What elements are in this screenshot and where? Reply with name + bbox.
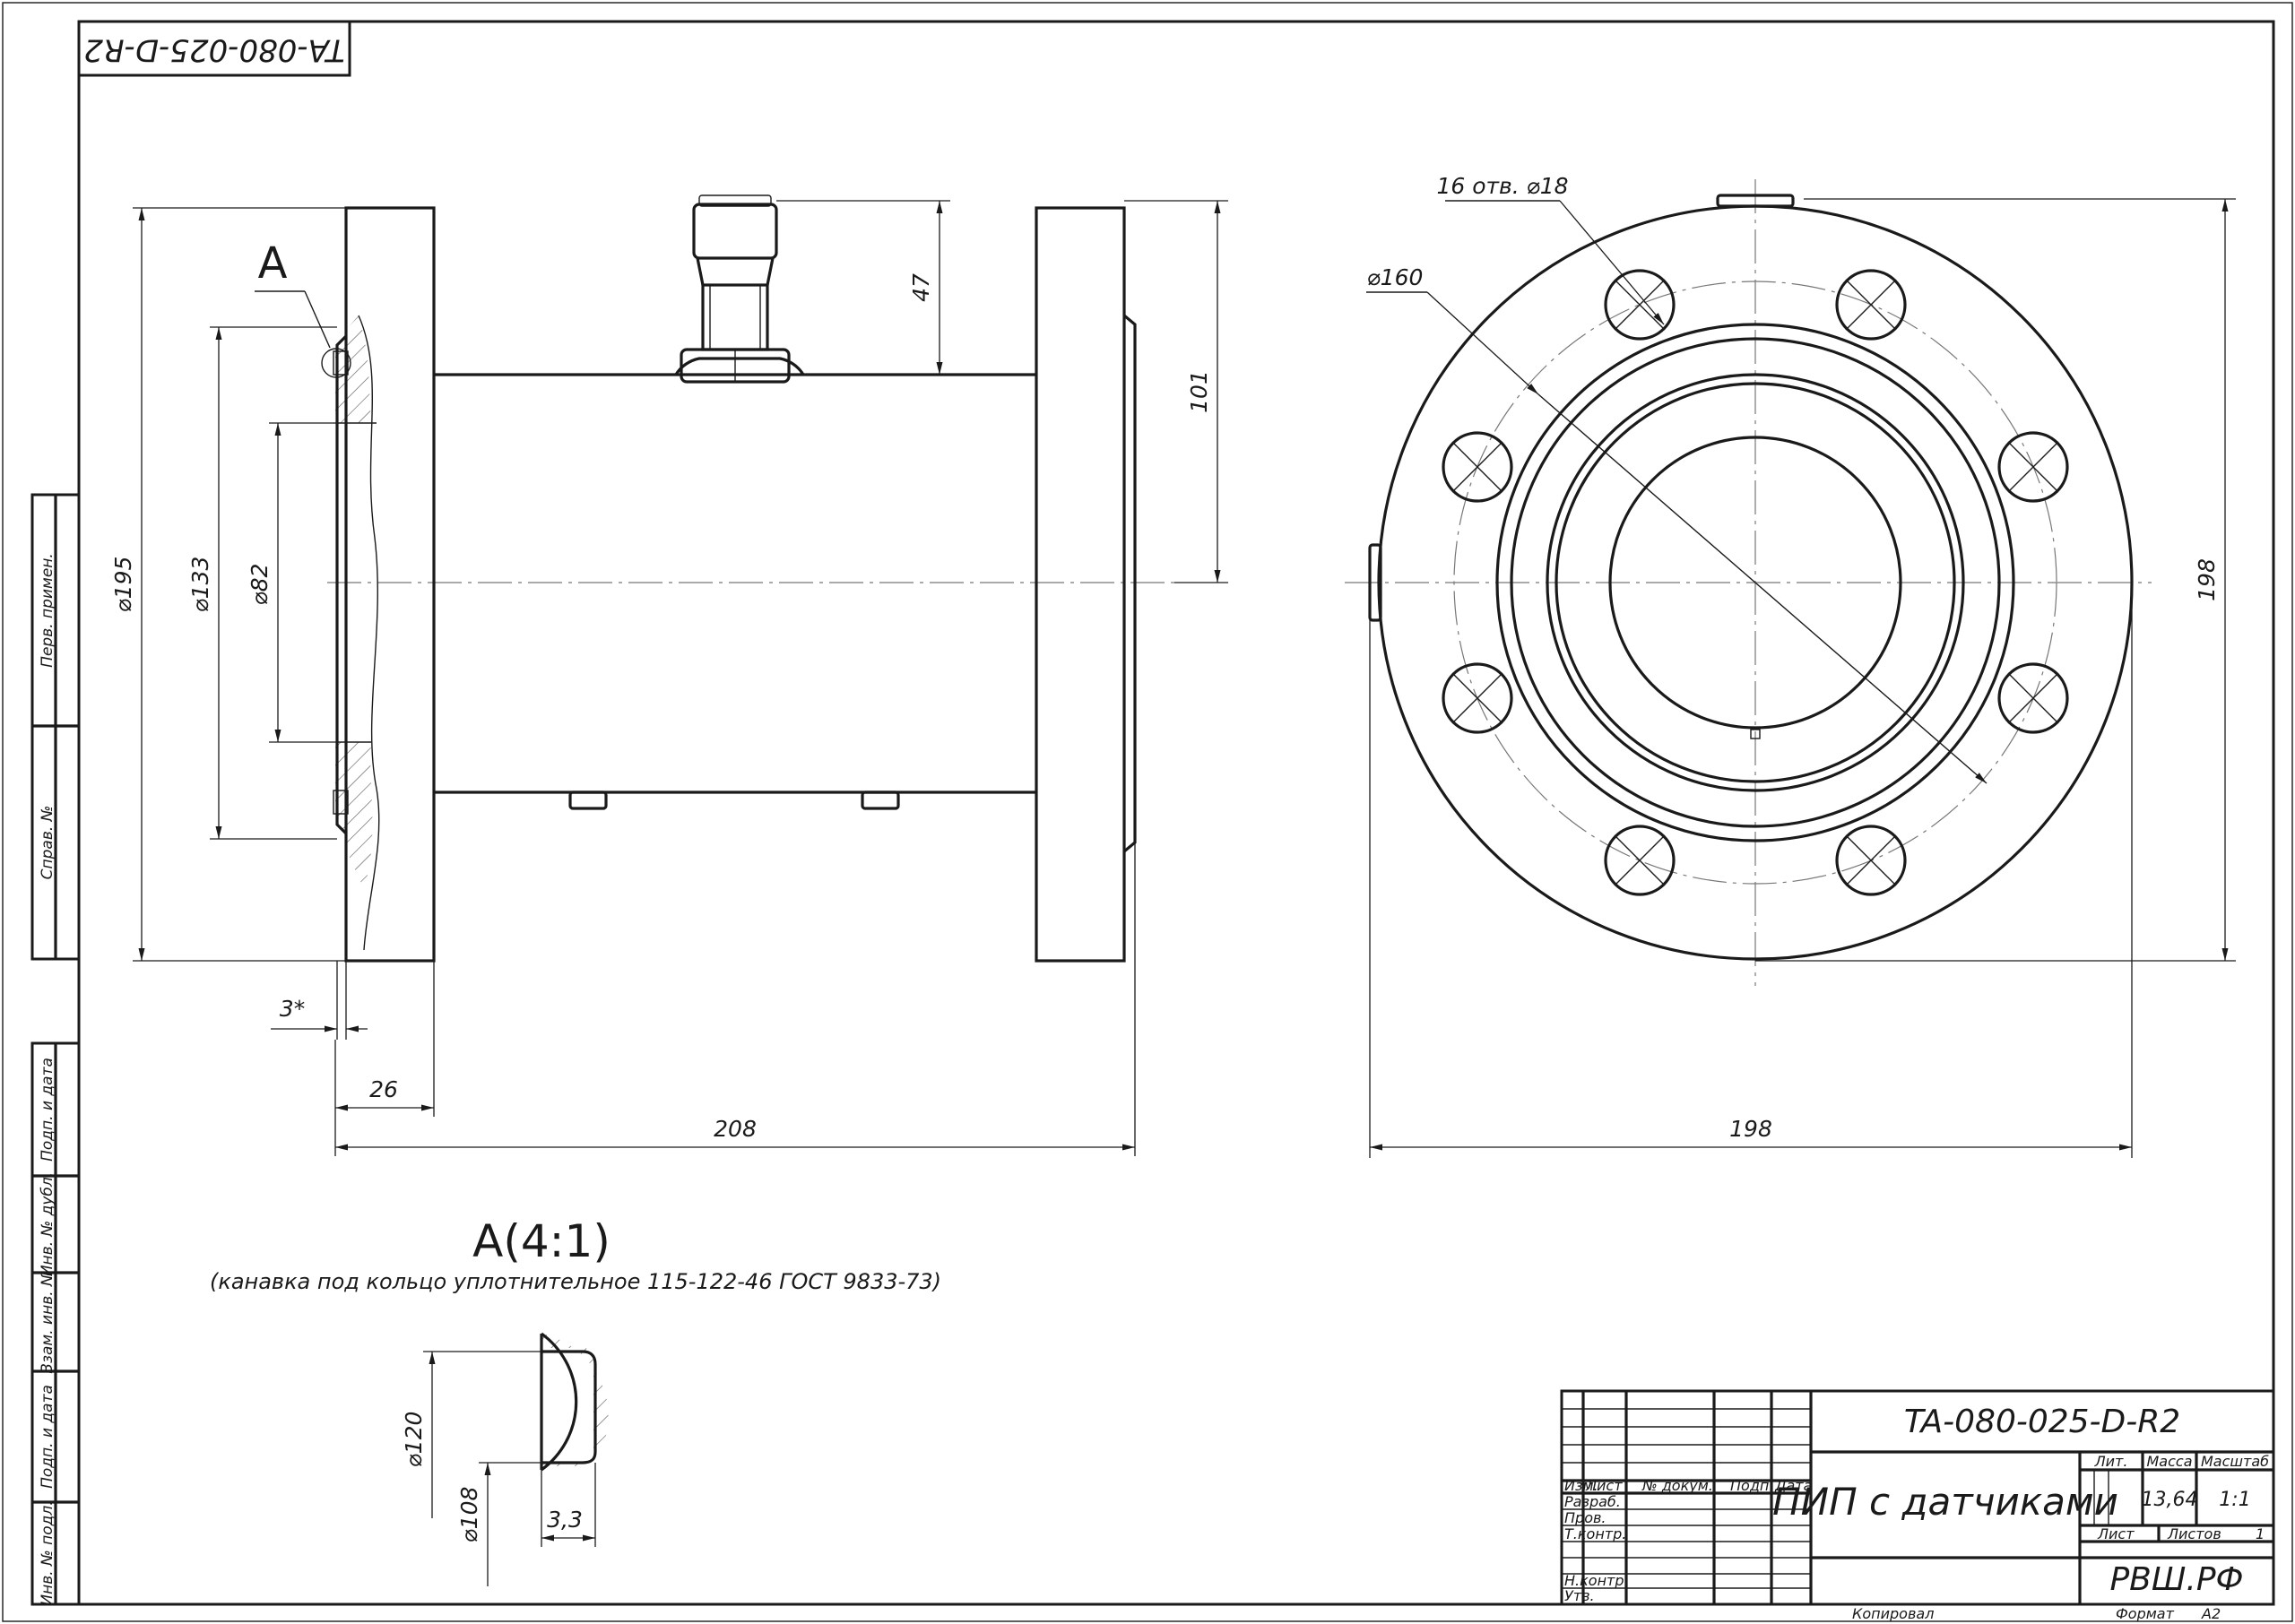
tb-nkontr: Н.контр. <box>1564 1572 1629 1589</box>
dim-holes: 16 отв. ⌀18 <box>1436 173 1568 199</box>
tb-tkontr: Т.контр. <box>1564 1525 1626 1542</box>
strip-vzam-inv: Взам. инв. № <box>39 1270 56 1373</box>
detail-dim-inner: ⌀108 <box>456 1487 482 1543</box>
strip-podp-data-1: Подп. и дата <box>39 1058 56 1162</box>
tb-sheet-label: Лист <box>2097 1525 2135 1542</box>
dim-half-height: 101 <box>1186 370 1212 413</box>
strip-podp-data-2: Подп. и дата <box>39 1385 56 1489</box>
tb-sheets-label: Листов <box>2167 1525 2221 1542</box>
tb-scale-value: 1:1 <box>2219 1489 2250 1511</box>
tb-prov: Пров. <box>1564 1509 1606 1526</box>
tb-format-value: A2 <box>2201 1605 2221 1622</box>
side-view-dimensions: ⌀195 ⌀133 ⌀82 47 101 3* 26 208 <box>110 200 1228 1156</box>
tb-copied: Копировал <box>1852 1605 1934 1622</box>
dim-flange-dia: ⌀195 <box>110 557 136 613</box>
title-block: Изм. Лист № докум. Подп. Дата Разраб. Пр… <box>1560 1389 2275 1622</box>
tb-designation: TA-080-025-D-R2 <box>1904 1404 2180 1440</box>
tb-lit-label: Лит. <box>2094 1453 2128 1470</box>
detail-title: A(4:1) <box>472 1215 611 1267</box>
tb-mass-value: 13,64 <box>2142 1489 2198 1511</box>
tb-sheets-value: 1 <box>2256 1525 2265 1542</box>
detail-dim-width: 3,3 <box>547 1507 583 1533</box>
rotated-drawing-code: TA-080-025-D-R2 <box>83 32 344 68</box>
tb-podp: Подп. <box>1730 1477 1773 1494</box>
tb-mass-label: Масса <box>2146 1453 2192 1470</box>
dim-bolt-circle: ⌀160 <box>1367 264 1424 290</box>
tb-izm: Изм. <box>1564 1477 1598 1494</box>
tb-doc: № докум. <box>1641 1477 1713 1494</box>
dim-total-length: 208 <box>714 1116 757 1142</box>
strip-inv-dubl: Инв. № дубл. <box>39 1172 56 1276</box>
dim-front-height: 198 <box>2194 558 2220 601</box>
detail-note: (канавка под кольцо уплотнительное 115-1… <box>210 1269 941 1294</box>
detail-dim-outer: ⌀120 <box>401 1412 427 1468</box>
tb-format-label: Формат <box>2116 1605 2175 1622</box>
dim-front-width: 198 <box>1729 1116 1772 1142</box>
side-view: A <box>255 194 1174 963</box>
strip-inv-podl: Инв. № подл. <box>39 1500 56 1605</box>
tb-razrab: Разраб. <box>1564 1493 1621 1510</box>
rotated-code-box: TA-080-025-D-R2 <box>77 20 351 77</box>
dim-bore-dia: ⌀82 <box>247 564 273 606</box>
bolt-holes <box>1442 269 2069 896</box>
tb-utv: Утв. <box>1564 1587 1595 1604</box>
dim-gap: 3* <box>280 996 305 1022</box>
tb-name: ПИП с датчиками <box>1772 1480 2118 1524</box>
strip-sprav-no: Справ. № <box>39 806 56 880</box>
tb-list: Лист <box>1585 1477 1623 1494</box>
tb-organization: РВШ.РФ <box>2109 1561 2243 1598</box>
view-label-a: A <box>258 238 288 289</box>
front-view: 16 отв. ⌀18 ⌀160 198 198 <box>1345 173 2236 1158</box>
strip-perv-primen: Перв. примен. <box>39 553 56 668</box>
dim-sensor-height: 47 <box>908 273 934 302</box>
left-strip: Перв. примен. Справ. № Подп. и дата Инв.… <box>30 493 81 1606</box>
tb-scale-label: Масштаб <box>2201 1453 2269 1470</box>
detail-a: A(4:1) (канавка под кольцо уплотнительно… <box>210 1215 941 1586</box>
dim-groove-dia: ⌀133 <box>187 557 213 613</box>
dim-flange-thickness: 26 <box>369 1076 398 1102</box>
tb-data: Дата <box>1774 1477 1812 1494</box>
